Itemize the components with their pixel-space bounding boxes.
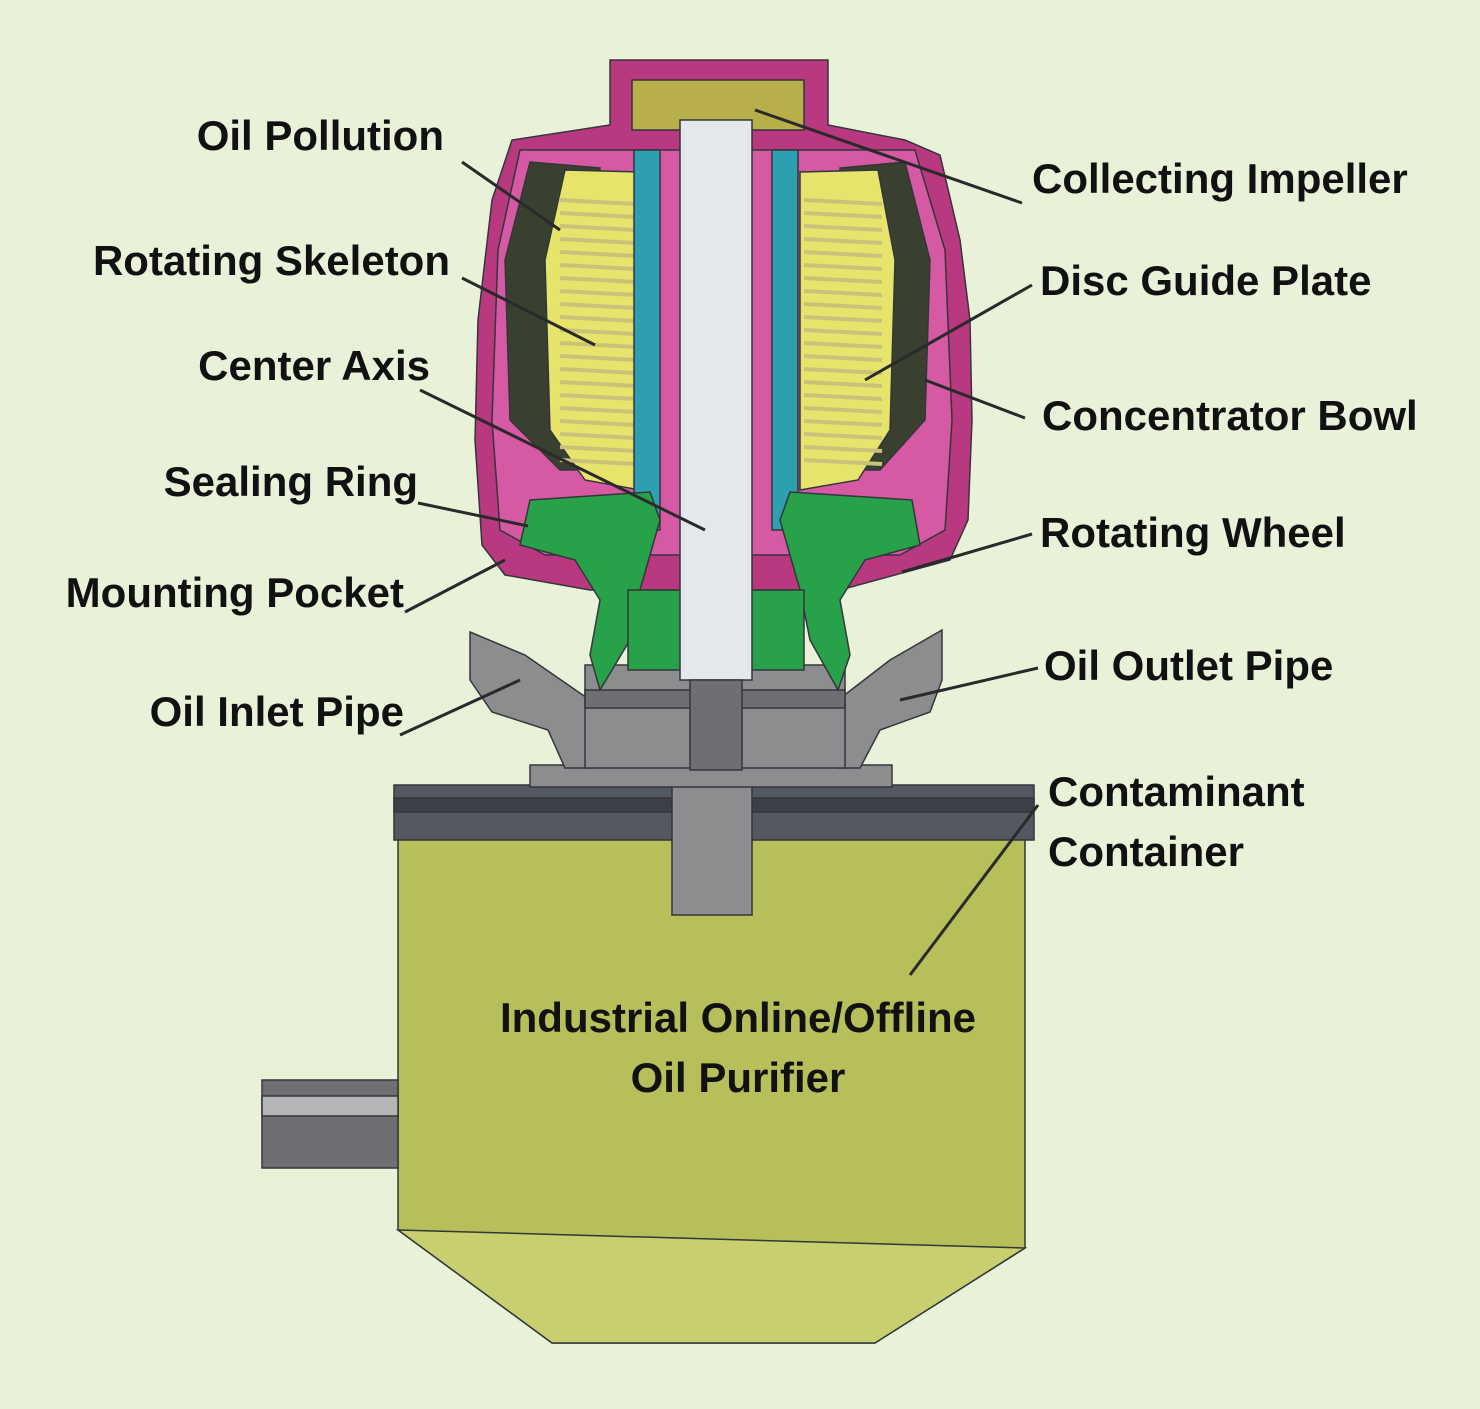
leader-oil-outlet-pipe xyxy=(899,666,1039,702)
label-oil-outlet-pipe: Oil Outlet Pipe xyxy=(1044,642,1334,689)
label-contaminant-line2: Container xyxy=(1048,828,1245,875)
leader-center-axis xyxy=(419,388,706,532)
leader-concentrator-bowl xyxy=(924,378,1026,420)
disc-line-right xyxy=(803,198,883,206)
disc-line-left xyxy=(559,211,637,219)
disc-line-right xyxy=(803,224,883,232)
disc-line-left xyxy=(559,302,637,310)
disc-line-left xyxy=(559,432,637,440)
leader-rotating-skeleton xyxy=(461,276,596,347)
side-drain-pipe-highlight xyxy=(261,1095,399,1117)
disc-line-right xyxy=(803,302,883,310)
disc-line-right xyxy=(803,341,883,349)
disc-line-left xyxy=(559,445,637,453)
label-oil-pollution: Oil Pollution xyxy=(196,112,444,159)
label-oil-inlet-pipe: Oil Inlet Pipe xyxy=(149,688,404,735)
disc-line-right xyxy=(803,393,883,401)
disc-line-right xyxy=(803,406,883,414)
diagram-caption: Industrial Online/Offline Oil Purifier xyxy=(438,988,1038,1108)
leader-oil-inlet-pipe xyxy=(399,678,521,737)
disc-line-left xyxy=(559,328,637,336)
leader-rotating-wheel xyxy=(901,532,1033,574)
disc-line-right xyxy=(803,315,883,323)
disc-line-left xyxy=(559,250,637,258)
label-rotating-wheel: Rotating Wheel xyxy=(1040,509,1346,556)
label-disc-guide-plate: Disc Guide Plate xyxy=(1040,257,1372,304)
leader-mounting-pocket xyxy=(404,558,506,614)
disc-line-left xyxy=(559,289,637,297)
disc-line-right xyxy=(803,354,883,362)
disc-line-right xyxy=(803,289,883,297)
label-contaminant-line1: Contaminant xyxy=(1048,768,1305,815)
oil-inlet-pipe xyxy=(469,630,591,769)
disc-line-left xyxy=(559,263,637,271)
disc-line-right xyxy=(803,458,883,466)
disc-line-right xyxy=(803,263,883,271)
disc-line-left xyxy=(559,276,637,284)
label-center-axis: Center Axis xyxy=(198,342,430,389)
disc-line-left xyxy=(559,341,637,349)
label-mounting-pocket: Mounting Pocket xyxy=(65,569,404,616)
disc-line-left xyxy=(559,367,637,375)
center-axis-shaft xyxy=(679,119,753,681)
disc-line-left xyxy=(559,198,637,206)
rotating-wheel-right xyxy=(779,491,921,692)
disc-line-right xyxy=(803,211,883,219)
label-collecting-impeller: Collecting Impeller xyxy=(1032,155,1408,202)
container-cone-shade xyxy=(395,1229,1028,1344)
leader-sealing-ring xyxy=(417,501,529,528)
caption-line2: Oil Purifier xyxy=(630,1054,846,1101)
disc-line-right xyxy=(803,419,883,427)
disc-line-left xyxy=(559,315,637,323)
center-axis-bottom xyxy=(689,679,743,771)
leader-collecting-impeller xyxy=(754,108,1023,205)
disc-guide-tube-right xyxy=(771,149,799,531)
disc-guide-tube-left xyxy=(633,149,661,531)
oil-outlet-pipe xyxy=(837,628,943,769)
disc-line-right xyxy=(803,328,883,336)
leader-lines xyxy=(399,108,1040,976)
disc-line-right xyxy=(803,380,883,388)
disc-line-left xyxy=(559,419,637,427)
disc-line-left xyxy=(559,406,637,414)
leader-oil-pollution xyxy=(461,160,561,232)
disc-line-left xyxy=(559,380,637,388)
disc-line-right xyxy=(803,276,883,284)
label-concentrator-bowl: Concentrator Bowl xyxy=(1042,392,1418,439)
leader-contaminant-container xyxy=(908,804,1040,976)
disc-line-left xyxy=(559,354,637,362)
disc-line-right xyxy=(803,445,883,453)
label-rotating-skeleton: Rotating Skeleton xyxy=(92,237,450,284)
disc-line-left xyxy=(559,224,637,232)
side-drain-pipe xyxy=(261,1079,399,1169)
disc-line-right xyxy=(803,367,883,375)
disc-line-right xyxy=(803,250,883,258)
disc-line-left xyxy=(559,393,637,401)
disc-line-left xyxy=(559,458,637,466)
rotating-wheel xyxy=(519,491,661,692)
central-downpipe xyxy=(671,784,753,916)
label-contaminant-container: Contaminant Container xyxy=(1048,762,1305,882)
leader-disc-guide-plate xyxy=(864,283,1033,382)
disc-line-right xyxy=(803,432,883,440)
disc-line-left xyxy=(559,237,637,245)
disc-lines xyxy=(559,198,883,466)
disc-line-right xyxy=(803,237,883,245)
label-sealing-ring: Sealing Ring xyxy=(163,458,418,505)
caption-line1: Industrial Online/Offline xyxy=(499,994,977,1041)
